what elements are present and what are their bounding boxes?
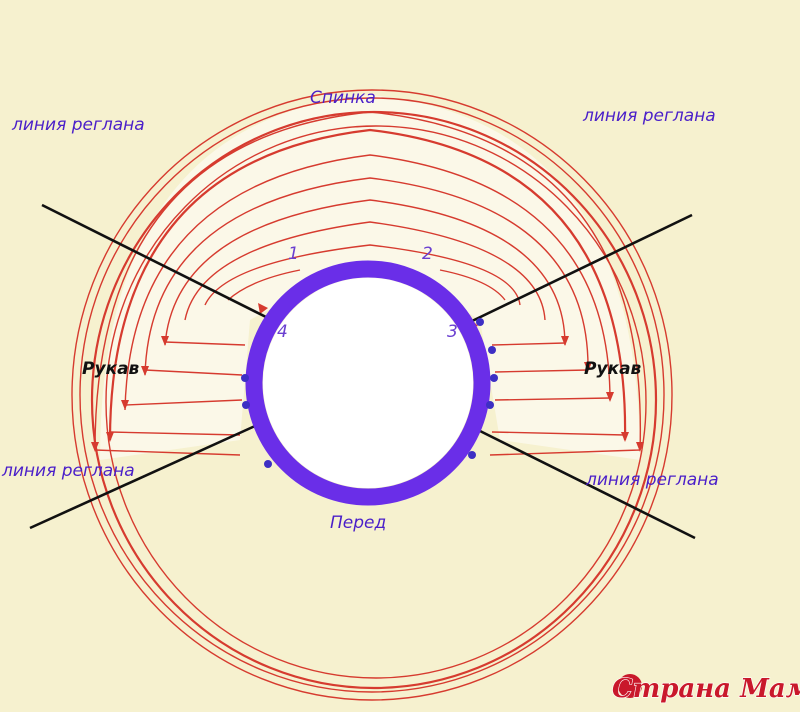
label-raglan-top-right: линия реглана [582,106,716,126]
label-raglan-bottom-left: линия реглана [1,461,135,481]
raglan-line-top-right [469,213,693,324]
left-sleeve-row-3 [124,399,243,406]
raglan-line-bottom-left [29,424,256,530]
right-sleeve-row-2 [491,431,626,436]
label-back: Спинка [310,88,376,108]
dot-8 [264,460,272,468]
back-row-4 [144,177,589,376]
back-row-8-left [227,269,301,301]
neck-ring [245,260,491,506]
label-raglan-top-left: линия реглана [11,115,145,135]
label-raglan-bottom-right: линия реглана [585,470,719,490]
marker-left-top [258,303,268,314]
arrow-right-4 [584,362,592,372]
back-row-6 [184,221,546,321]
dot-6 [241,374,249,382]
label-num-1: 1 [288,244,299,264]
watermark-text: Страна Мам [612,674,800,704]
arrow-left-3 [121,400,129,410]
left-sleeve-row-5 [164,341,246,346]
dot-1 [476,318,484,326]
label-front: Перед [330,513,386,533]
right-sleeve-row-5 [491,342,566,346]
outer-row-2 [79,97,665,693]
back-row-2 [108,128,627,441]
raglan-line-bottom-right [477,428,696,540]
outer-row-1 [71,89,673,701]
dot-4 [486,401,494,409]
arrow-left-1 [91,442,99,452]
raglan-lines [29,203,696,540]
label-num-2: 2 [422,244,433,264]
dot-2 [488,346,496,354]
arrow-left-2 [106,432,114,442]
raglan-line-top-left [41,203,269,320]
dot-3 [490,374,498,382]
label-sleeve-left: Рукав [82,359,140,379]
arrow-right-3 [606,392,614,402]
right-sleeve-row-4 [494,369,589,373]
right-sleeve-row-3 [494,397,611,401]
label-num-4: 4 [277,322,288,342]
arrow-right-2 [621,432,629,442]
back-row-1 [94,111,642,451]
arrow-left-4 [141,366,149,376]
arrow-left-5 [161,336,169,346]
watermark: Страна Мам [611,673,800,704]
left-sleeve-row-1 [94,449,241,456]
watermark-logo-icon [618,674,642,698]
arrow-right-1 [636,442,644,452]
ring-dots [241,318,498,468]
back-row-8-right [439,269,506,301]
dot-7 [242,401,250,409]
back-row-7 [204,244,521,306]
dot-5 [468,451,476,459]
left-sleeve-row-4 [144,369,243,376]
label-sleeve-right: Рукав [584,359,642,379]
arrow-right-5 [561,336,569,346]
back-row-3 [124,154,611,411]
label-num-3: 3 [447,322,458,342]
left-sleeve-row-2 [109,431,241,436]
neck-opening [263,278,473,488]
outer-row-4 [105,125,647,679]
sleeve-rows [94,341,641,456]
right-sleeve-row-1 [489,449,641,456]
